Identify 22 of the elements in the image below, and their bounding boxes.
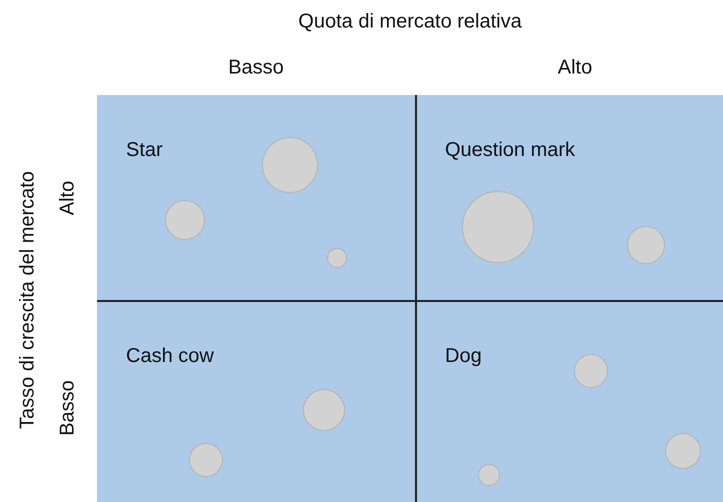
bubble: [303, 389, 345, 431]
axis-title: Quota di mercato relativa: [298, 10, 522, 34]
quadrant-panel: [416, 301, 723, 502]
axis-tick-label: Alto: [56, 180, 80, 216]
quadrant-label: Star: [126, 139, 163, 162]
quadrant-label: Question mark: [445, 139, 576, 162]
quadrant-label: Cash cow: [126, 345, 214, 368]
bubble: [665, 433, 701, 469]
axis-tick-label: Basso: [228, 56, 284, 80]
axis-title: Tasso di crescita del mercato: [16, 171, 40, 429]
bubble: [627, 226, 665, 264]
quadrant-panel: [97, 301, 416, 502]
bubble: [189, 443, 223, 477]
bubble: [165, 200, 205, 240]
quadrant-panel: [416, 95, 723, 301]
quadrant-panel: [97, 95, 416, 301]
bubble: [574, 354, 608, 388]
axis-tick-label: Alto: [558, 56, 592, 80]
axis-tick-label: Basso: [56, 380, 80, 436]
quadrant-label: Dog: [445, 345, 482, 368]
bubble: [327, 248, 347, 268]
bubble: [478, 464, 500, 486]
